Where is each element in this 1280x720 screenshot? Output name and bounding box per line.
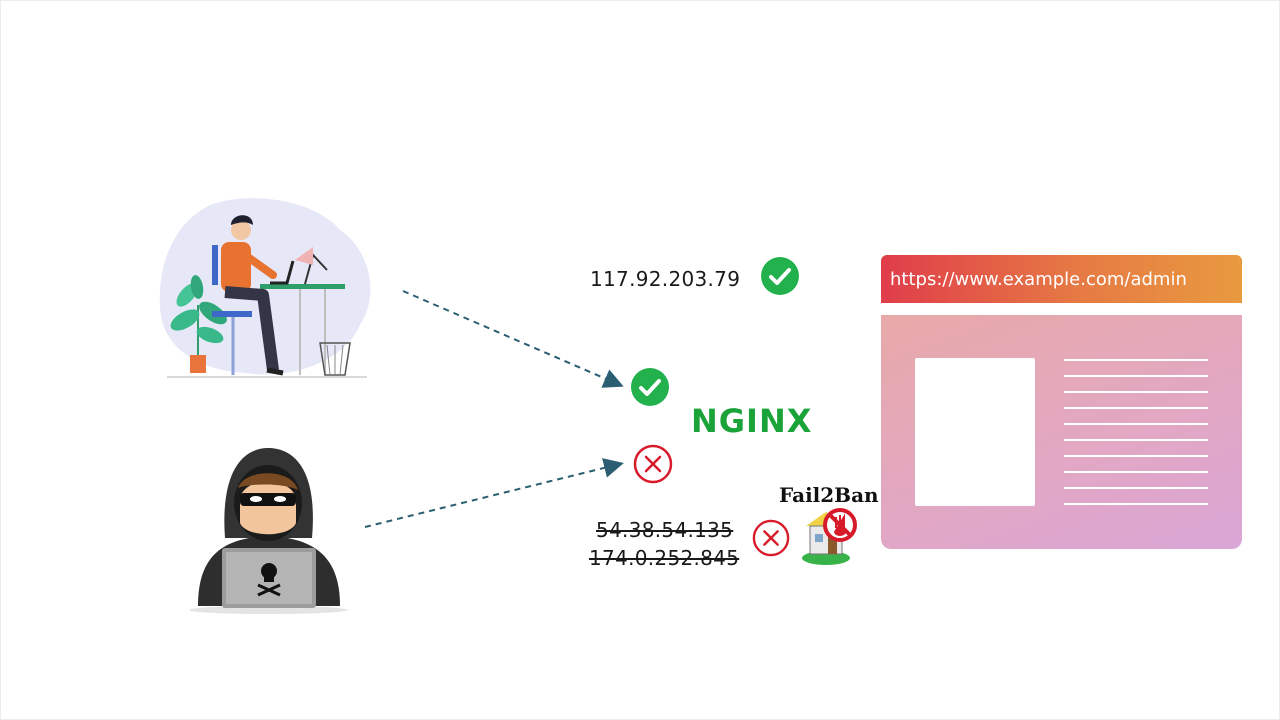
fail2ban-logo-icon bbox=[802, 508, 857, 565]
fail2ban-label: Fail2Ban bbox=[779, 483, 879, 507]
admin-page-browser-window: https://www.example.com/admin bbox=[881, 255, 1242, 549]
text-line-placeholder bbox=[1064, 375, 1208, 377]
blocked-ip-address: 54.38.54.135 bbox=[596, 518, 734, 542]
text-line-placeholder bbox=[1064, 423, 1208, 425]
blocked-request-arrow bbox=[364, 458, 624, 528]
hacker-illustration bbox=[190, 448, 348, 614]
url-bar[interactable]: https://www.example.com/admin bbox=[881, 255, 1242, 303]
text-line-placeholder bbox=[1064, 487, 1208, 489]
admin-page-content bbox=[881, 315, 1242, 549]
check-circle-icon bbox=[761, 257, 799, 295]
developer-at-desk-illustration bbox=[159, 198, 371, 378]
text-line-placeholder bbox=[1064, 359, 1208, 361]
text-line-placeholder bbox=[1064, 455, 1208, 457]
text-line-placeholder bbox=[1064, 439, 1208, 441]
text-line-placeholder bbox=[1064, 503, 1208, 505]
text-line-placeholder bbox=[1064, 471, 1208, 473]
text-line-placeholder bbox=[1064, 407, 1208, 409]
allowed-ip-address: 117.92.203.79 bbox=[590, 267, 741, 291]
check-circle-icon bbox=[631, 368, 669, 406]
nginx-logo: NGINX bbox=[691, 402, 813, 440]
x-circle-icon bbox=[633, 444, 673, 484]
url-text: https://www.example.com/admin bbox=[890, 269, 1187, 290]
x-circle-icon bbox=[752, 519, 790, 557]
image-placeholder bbox=[915, 358, 1035, 506]
text-line-placeholder bbox=[1064, 391, 1208, 393]
blocked-ip-address: 174.0.252.845 bbox=[589, 546, 740, 570]
allowed-request-arrow bbox=[402, 290, 624, 388]
